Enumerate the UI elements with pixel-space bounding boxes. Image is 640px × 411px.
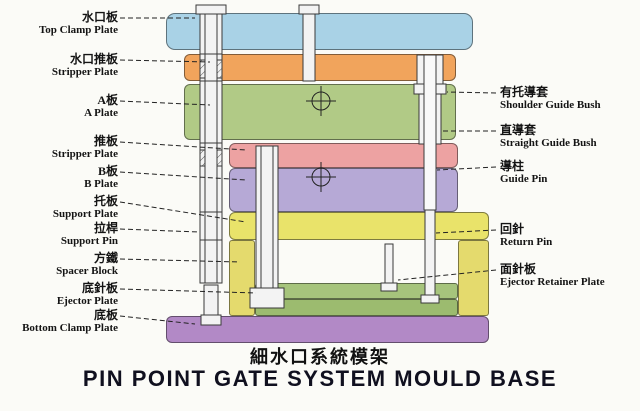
label-stripper-plate-top: 水口推板 Stripper Plate xyxy=(2,53,118,79)
label-en: Straight Guide Bush xyxy=(500,137,597,149)
label-cn: 導柱 xyxy=(500,159,525,173)
label-ejector-plate: 底針板 Ejector Plate xyxy=(2,282,118,308)
top-clamp-plate xyxy=(166,13,473,50)
label-cn: 托板 xyxy=(93,194,118,208)
ejector-retainer-plate xyxy=(255,283,458,299)
label-en: A Plate xyxy=(84,107,118,119)
label-en: Stripper Plate xyxy=(51,148,118,160)
label-support-plate: 托板 Support Plate xyxy=(2,195,118,221)
diagram-title-english: PIN POINT GATE SYSTEM MOULD BASE xyxy=(82,366,558,391)
label-cn: 水口推板 xyxy=(69,52,118,66)
support-plate xyxy=(229,212,489,240)
label-cn: 底板 xyxy=(93,308,118,322)
spacer-block-left xyxy=(229,240,255,316)
label-stripper-plate-mid: 推板 Stripper Plate xyxy=(2,135,118,161)
label-ejector-retainer-plate: 面針板 Ejector Retainer Plate xyxy=(500,263,640,289)
label-a-plate: A板 A Plate xyxy=(2,94,118,120)
label-straight-guide-bush: 直導套 Straight Guide Bush xyxy=(500,124,640,150)
bottom-clamp-plate xyxy=(166,316,489,343)
label-support-pin: 拉桿 Support Pin xyxy=(2,222,118,248)
label-cn: 直導套 xyxy=(500,123,537,137)
a-plate xyxy=(184,84,456,140)
ejector-plate xyxy=(255,299,458,316)
label-shoulder-guide-bush: 有托導套 Shoulder Guide Bush xyxy=(500,86,640,112)
label-cn: A板 xyxy=(97,93,118,107)
label-cn: 水口板 xyxy=(81,10,118,24)
stripper-plate-mid xyxy=(229,143,458,168)
label-bottom-clamp-plate: 底板 Bottom Clamp Plate xyxy=(2,309,118,335)
label-b-plate: B板 B Plate xyxy=(2,165,118,191)
label-cn: 拉桿 xyxy=(93,221,118,235)
label-en: Return Pin xyxy=(500,236,553,248)
label-en: B Plate xyxy=(84,178,118,190)
label-cn: B板 xyxy=(97,164,118,178)
diagram-title-chinese: 細水口系統模架 xyxy=(250,347,390,367)
label-cn: 方鐵 xyxy=(93,251,118,265)
label-cn: 回針 xyxy=(500,222,525,236)
b-plate xyxy=(229,168,458,212)
label-en: Ejector Retainer Plate xyxy=(500,276,605,288)
label-return-pin: 回針 Return Pin xyxy=(500,223,640,249)
spacer-block-right xyxy=(458,240,489,316)
label-en: Top Clamp Plate xyxy=(38,24,118,36)
stripper-plate-top xyxy=(184,54,456,81)
label-en: Support Plate xyxy=(52,208,118,220)
label-cn: 推板 xyxy=(93,134,118,148)
label-en: Spacer Block xyxy=(56,265,118,277)
label-en: Ejector Plate xyxy=(56,295,118,307)
label-cn: 有托導套 xyxy=(500,85,549,99)
support-pin xyxy=(195,4,227,326)
label-cn: 面針板 xyxy=(500,262,537,276)
label-en: Shoulder Guide Bush xyxy=(500,99,601,111)
label-cn: 底針板 xyxy=(81,281,118,295)
label-en: Support Pin xyxy=(60,235,118,247)
label-spacer-block: 方鐵 Spacer Block xyxy=(2,252,118,278)
label-en: Guide Pin xyxy=(500,173,548,185)
label-en: Bottom Clamp Plate xyxy=(22,322,118,334)
label-en: Stripper Plate xyxy=(51,66,118,78)
label-top-clamp-plate: 水口板 Top Clamp Plate xyxy=(2,11,118,37)
label-guide-pin: 導柱 Guide Pin xyxy=(500,160,640,186)
